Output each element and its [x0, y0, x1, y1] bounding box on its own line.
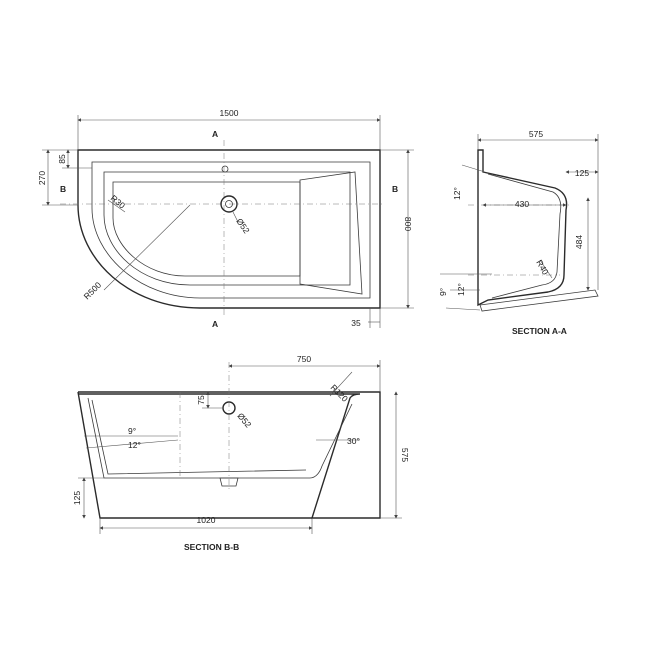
section-bb-waste-label: Ø52 — [235, 411, 253, 430]
section-bb-outline — [78, 391, 381, 519]
plan-r30-label: R30 — [109, 193, 128, 211]
plan-85-label: 85 — [57, 154, 67, 164]
section-aa-r40-label: R40 — [534, 258, 551, 277]
plan-marker-b-left: B — [60, 184, 66, 194]
plan-marker-a-top: A — [212, 129, 218, 139]
section-bb-view — [77, 360, 402, 534]
plan-basin — [103, 171, 351, 286]
section-bb-125-label: 125 — [72, 491, 82, 505]
section-aa-575-label: 575 — [529, 129, 543, 139]
plan-waste-outer — [220, 195, 238, 213]
section-aa-angle-top: 12° — [452, 187, 462, 200]
plan-marker-b-right: B — [392, 184, 398, 194]
plan-waste-label: Ø52 — [234, 216, 252, 235]
plan-depth-label: 800 — [403, 217, 413, 231]
section-aa-angle-9: 9° — [438, 288, 448, 296]
plan-rim — [91, 161, 371, 299]
section-bb-75-label: 75 — [196, 395, 206, 405]
plan-270-label: 270 — [37, 171, 47, 185]
section-aa-430-label: 430 — [515, 199, 529, 209]
section-bb-1020-label: 1020 — [197, 515, 216, 525]
plan-35-label: 35 — [351, 318, 361, 328]
plan-view — [42, 115, 414, 328]
plan-width-label: 1500 — [220, 108, 239, 118]
section-bb-angle-9: 9° — [128, 426, 136, 436]
section-bb-title: SECTION B-B — [184, 542, 239, 552]
section-bb-750-label: 750 — [297, 354, 311, 364]
section-aa-angle-bottom: 12° — [456, 283, 466, 296]
section-aa-title: SECTION A-A — [512, 326, 567, 336]
section-aa-view — [440, 134, 599, 312]
plan-marker-a-bottom: A — [212, 319, 218, 329]
plan-outline — [77, 149, 381, 309]
section-aa-125-label: 125 — [575, 168, 589, 178]
plan-waste-inner — [225, 200, 233, 208]
section-aa-484-label: 484 — [574, 235, 584, 249]
section-bb-angle-30: 30° — [347, 436, 360, 446]
section-bb-angle-12: 12° — [128, 440, 141, 450]
section-bb-r120-label: R120 — [329, 382, 351, 404]
section-aa-outline — [477, 149, 568, 307]
plan-r500-label: R500 — [82, 280, 104, 302]
section-bb-575-label: 575 — [400, 448, 410, 462]
